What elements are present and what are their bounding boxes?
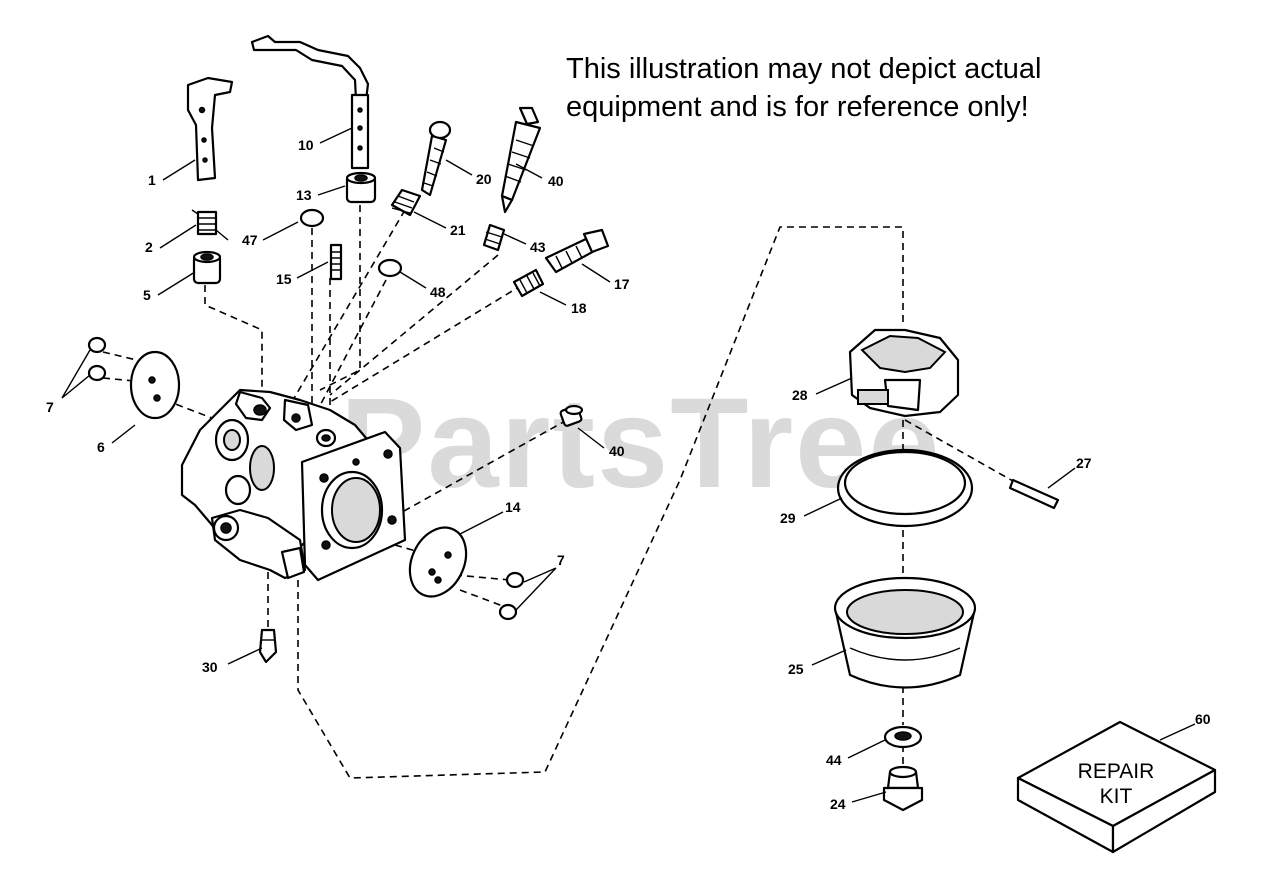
callout-40-fitting: 40 — [609, 443, 625, 459]
part-13-bushing — [345, 171, 377, 204]
leader-lines — [61, 127, 1196, 803]
part-27-float-pin — [1008, 478, 1060, 510]
part-21-spring — [390, 188, 422, 217]
callout-44: 44 — [826, 752, 842, 768]
repair-kit-label-line-1: REPAIR — [1078, 760, 1155, 783]
callout-labels: 1 2 5 7 6 10 13 47 15 20 21 48 40 43 17 … — [46, 137, 1211, 812]
part-43-spring — [482, 223, 506, 252]
part-44-washer — [883, 725, 923, 749]
callout-28: 28 — [792, 387, 808, 403]
callout-60: 60 — [1195, 711, 1211, 727]
part-30-inlet-needle — [258, 628, 278, 664]
disclaimer-text: This illustration may not depict actual … — [566, 50, 1126, 126]
part-24-bowl-screw — [882, 765, 924, 812]
part-47-plug — [299, 208, 325, 228]
callout-48: 48 — [430, 284, 446, 300]
part-48-plug — [377, 258, 403, 278]
part-28-float — [848, 328, 960, 418]
callout-47: 47 — [242, 232, 258, 248]
callout-1: 1 — [148, 172, 156, 188]
part-40-needle — [500, 106, 542, 214]
callout-10: 10 — [298, 137, 314, 153]
callout-40-needle: 40 — [548, 173, 564, 189]
disclaimer-line-1: This illustration may not depict actual — [566, 53, 1042, 85]
callout-14: 14 — [505, 499, 521, 515]
part-25-float-bowl — [833, 576, 977, 689]
disclaimer-line-2: equipment and is for reference only! — [566, 91, 1029, 123]
callout-21: 21 — [450, 222, 466, 238]
part-10-throttle-lever — [250, 34, 370, 170]
part-5-bushing — [192, 250, 222, 285]
callout-15: 15 — [276, 271, 292, 287]
part-1-choke-lever — [186, 76, 234, 182]
part-7-screws-left — [87, 336, 107, 382]
carburetor-body — [180, 388, 407, 582]
part-6-throttle-plate — [129, 350, 181, 420]
callout-13: 13 — [296, 187, 312, 203]
part-60-repair-kit: REPAIR KIT — [1016, 720, 1217, 854]
callout-2: 2 — [145, 239, 153, 255]
part-40-fitting — [559, 404, 584, 427]
part-29-gasket — [836, 448, 974, 528]
assembly-lines — [102, 205, 1021, 779]
callout-29: 29 — [780, 510, 796, 526]
part-20-idle-screw — [420, 120, 452, 197]
callout-7-right: 7 — [557, 552, 565, 568]
callout-5: 5 — [143, 287, 151, 303]
callout-18: 18 — [571, 300, 587, 316]
callout-30: 30 — [202, 659, 218, 675]
part-18-spring — [512, 268, 545, 298]
part-15-pin — [329, 243, 343, 281]
callout-6: 6 — [97, 439, 105, 455]
callout-43: 43 — [530, 239, 546, 255]
part-17-main-screw — [544, 228, 610, 274]
part-2-spring — [191, 209, 229, 241]
callout-25: 25 — [788, 661, 804, 677]
callout-27: 27 — [1076, 455, 1092, 471]
callout-7-left: 7 — [46, 399, 54, 415]
callout-17: 17 — [614, 276, 630, 292]
part-14-choke-plate — [408, 526, 468, 598]
repair-kit-label-line-2: KIT — [1100, 785, 1133, 808]
callout-24: 24 — [830, 796, 846, 812]
callout-20: 20 — [476, 171, 492, 187]
part-7-screws-right — [498, 571, 525, 621]
